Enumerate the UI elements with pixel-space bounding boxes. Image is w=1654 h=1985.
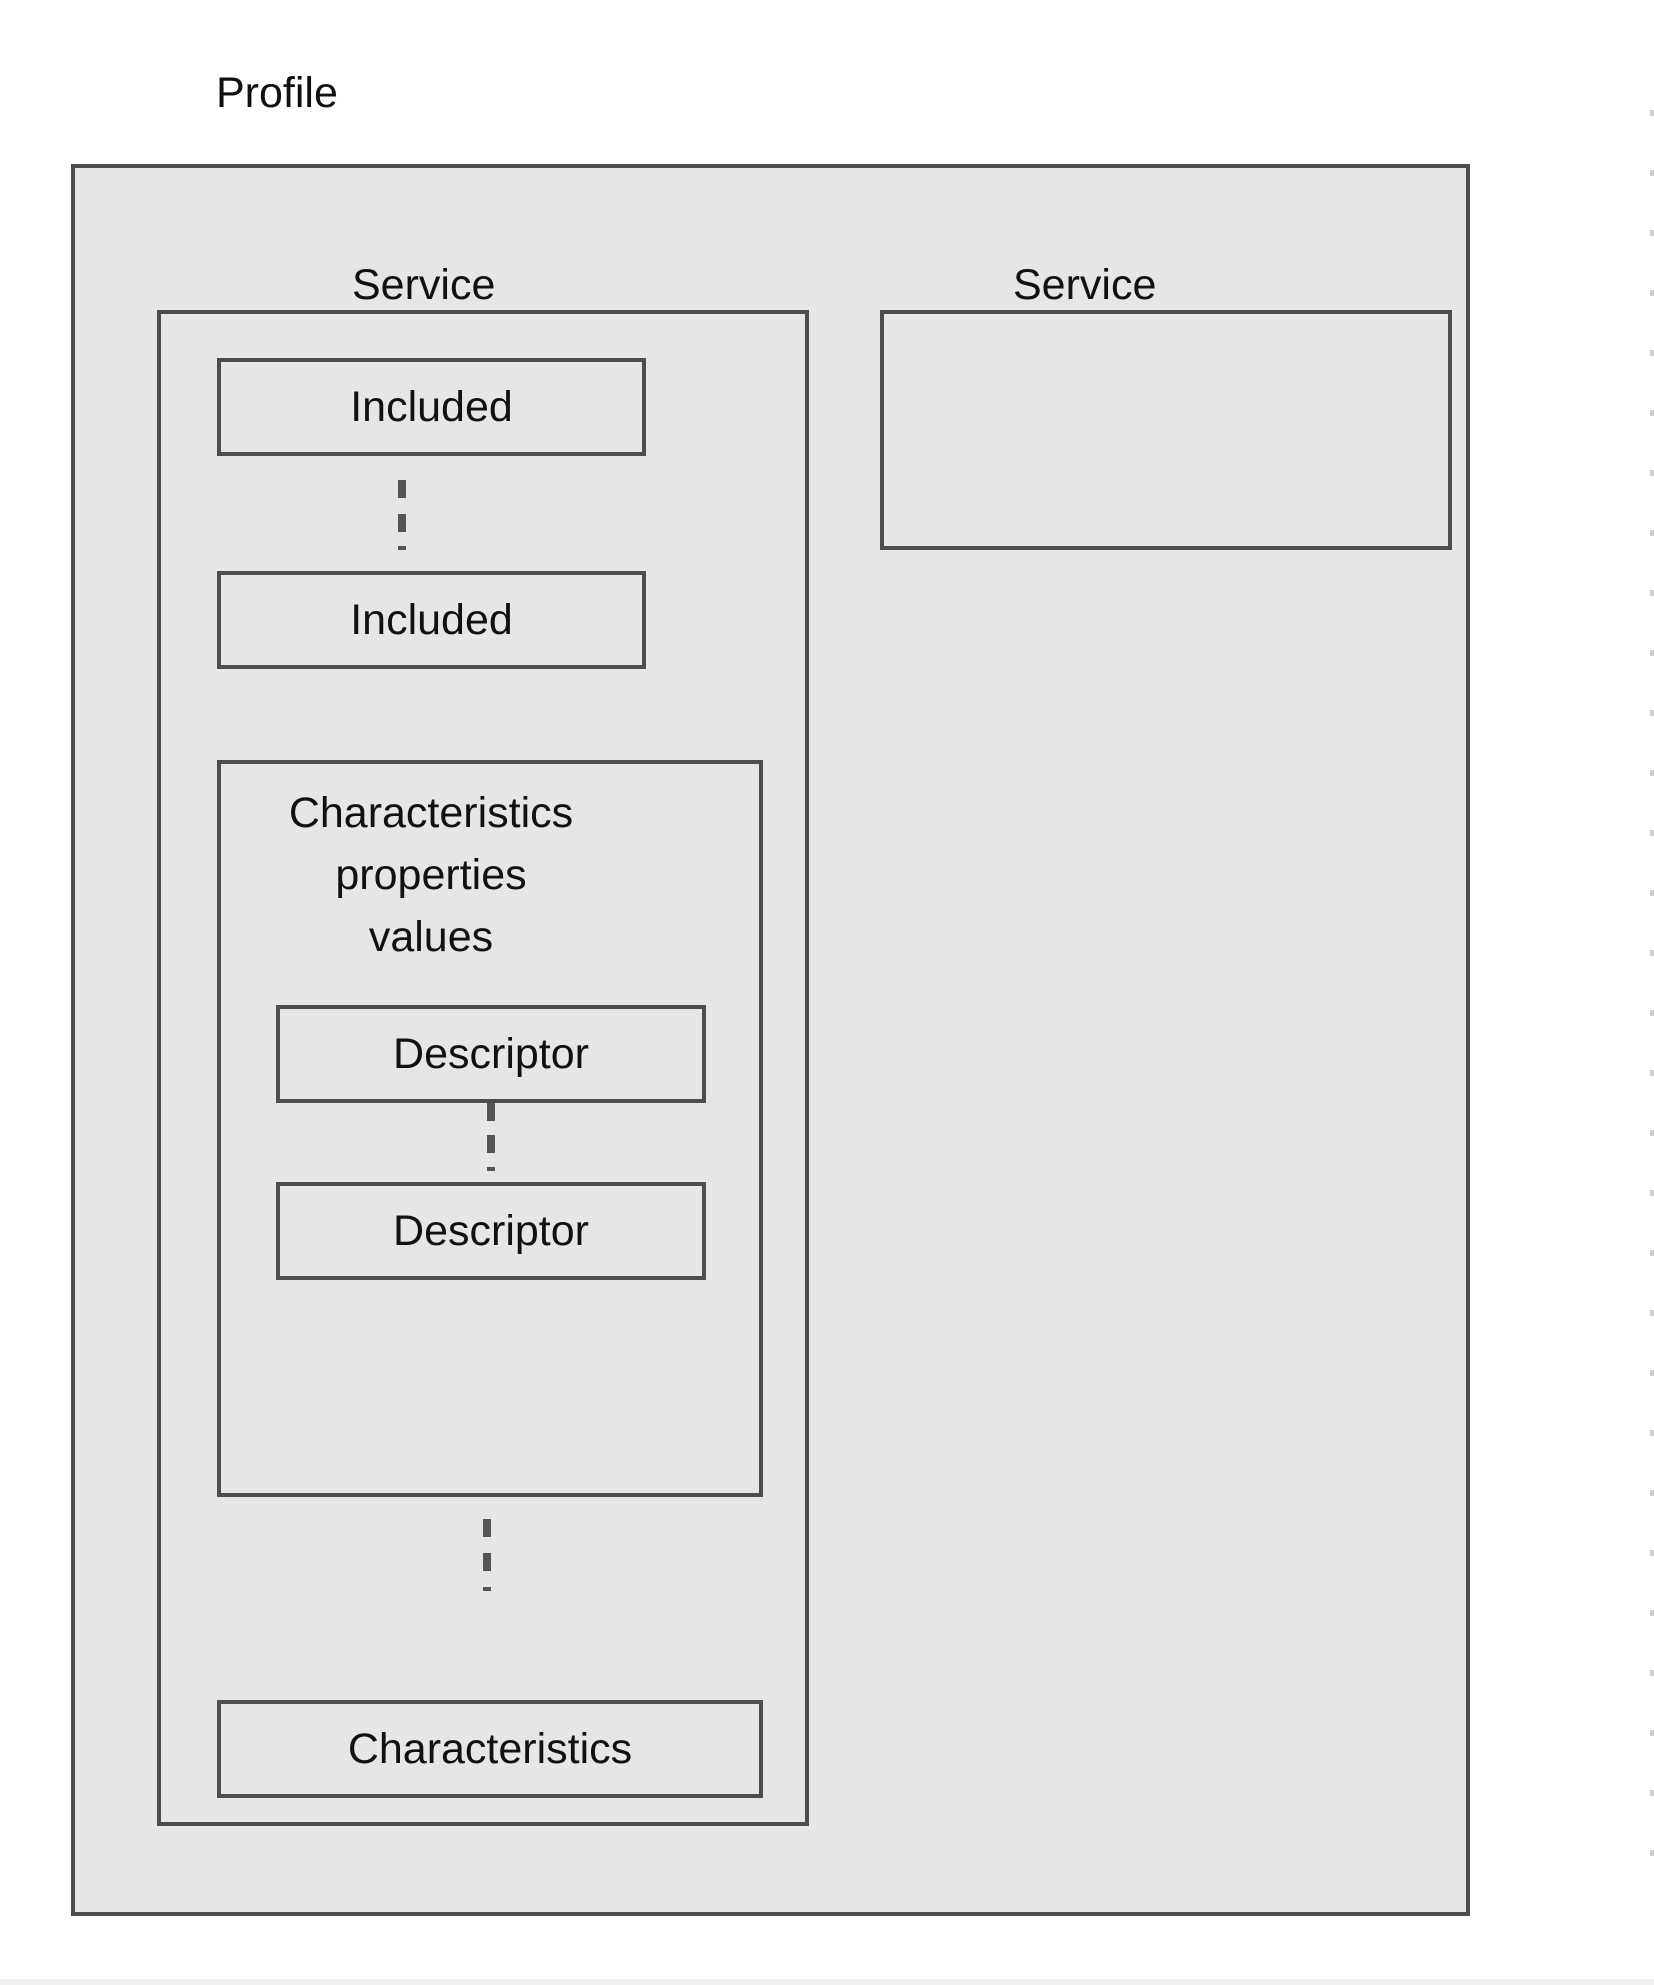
service-main-title: Service <box>352 261 496 309</box>
service-main-container: Included Included Characteristics proper… <box>157 310 809 1826</box>
descriptor-ellipsis <box>487 1103 495 1171</box>
included-box-2: Included <box>217 571 646 669</box>
edge-dotted-line <box>1650 110 1654 1910</box>
profile-container: Service Included Included Characteristic… <box>71 164 1470 1916</box>
service-secondary-container <box>880 310 1452 550</box>
characteristic-heading-line: Characteristics <box>288 789 574 837</box>
characteristics-box: Characteristics <box>217 1700 763 1798</box>
service-secondary-title: Service <box>1013 261 1157 309</box>
characteristic-heading-line: values <box>368 913 494 961</box>
characteristic-heading-line: properties <box>335 851 527 899</box>
profile-title: Profile <box>216 69 338 117</box>
characteristic-group-box: Characteristics properties values Descri… <box>217 760 763 1497</box>
included-ellipsis <box>398 480 406 550</box>
included-box-1: Included <box>217 358 646 456</box>
bottom-rule <box>0 1979 1654 1985</box>
characteristic-heading: Characteristics properties values <box>221 782 641 968</box>
characteristics-ellipsis <box>483 1519 491 1591</box>
descriptor-box-2: Descriptor <box>276 1182 706 1280</box>
descriptor-box-1: Descriptor <box>276 1005 706 1103</box>
